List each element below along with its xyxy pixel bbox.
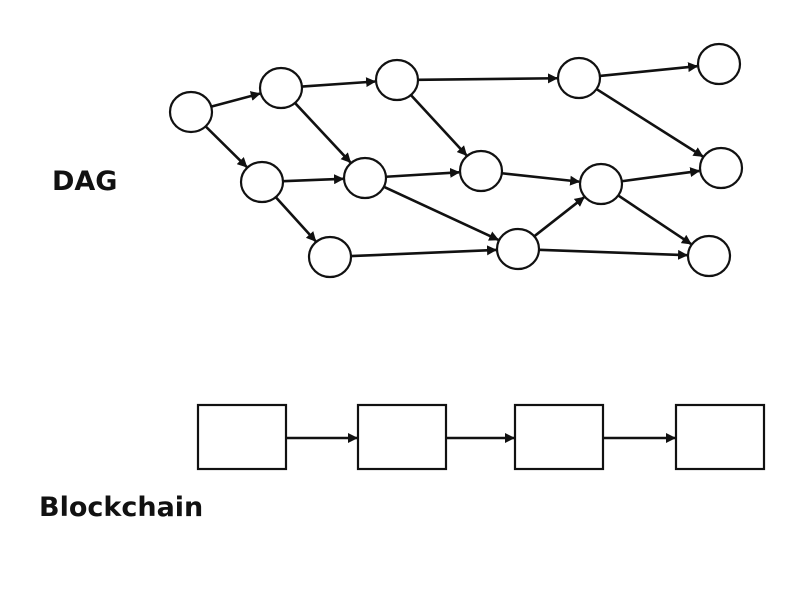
dag-edge-n9-n10 — [533, 196, 585, 238]
dag-edge-n4-n7 — [409, 94, 468, 157]
dag-node-n8 — [556, 56, 602, 100]
dag-edge-n8-n12 — [595, 87, 704, 158]
dag-nodes — [168, 42, 744, 279]
dag-node-n10 — [578, 162, 624, 206]
dag-node-n13 — [686, 234, 732, 278]
dag-node-n7 — [458, 149, 504, 193]
dag-edge-n4-n8 — [417, 73, 559, 84]
block-4 — [674, 403, 766, 471]
dag-edge-n2-n5 — [294, 102, 352, 164]
dag-edge-n10-n12 — [621, 167, 701, 183]
block-2 — [356, 403, 448, 471]
dag-edges — [204, 62, 704, 260]
dag-edge-n1-n3 — [204, 125, 248, 168]
dag-edge-n10-n13 — [617, 194, 692, 246]
dag-edge-n7-n10 — [501, 171, 581, 186]
dag-node-n6 — [307, 235, 353, 279]
blockchain-label: Blockchain — [39, 492, 204, 523]
dag-edge-n8-n11 — [599, 62, 699, 78]
dag-node-n11 — [696, 42, 742, 86]
dag-node-n4 — [374, 58, 420, 102]
dag-node-n1 — [168, 90, 214, 134]
dag-node-n3 — [239, 160, 285, 204]
dag-node-n12 — [698, 146, 744, 190]
block-3 — [513, 403, 605, 471]
dag-edge-n5-n7 — [385, 167, 461, 179]
dag-label: DAG — [52, 166, 118, 197]
dag-edge-n5-n9 — [383, 185, 500, 241]
dag-edge-n3-n6 — [274, 196, 317, 242]
dag-edge-n3-n5 — [282, 174, 345, 185]
block-1 — [196, 403, 288, 471]
dag-edge-n2-n4 — [301, 77, 377, 88]
dag-node-n2 — [258, 66, 304, 110]
dag-edge-n9-n14 — [538, 248, 689, 260]
dag-edge-n1-n2 — [210, 91, 261, 108]
blockchain-blocks — [196, 403, 766, 471]
dag-node-n5 — [342, 156, 388, 200]
dag-edge-n6-n9 — [350, 245, 498, 258]
dag-node-n9 — [495, 227, 541, 271]
